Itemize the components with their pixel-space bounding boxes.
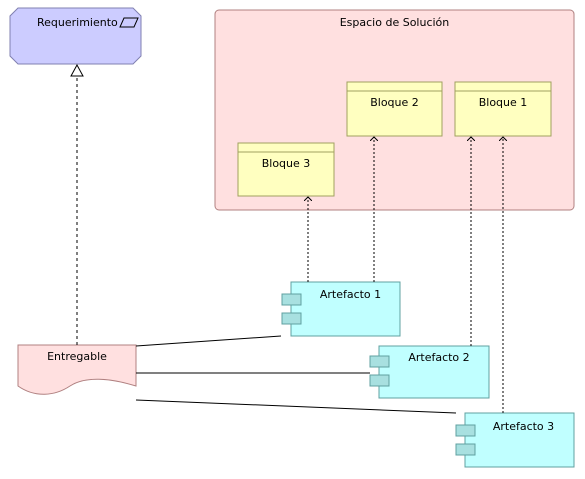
deliverable-label: Entregable bbox=[47, 350, 107, 363]
artifact-2-port-bottom bbox=[369, 374, 390, 387]
requirement-label: Requerimiento bbox=[37, 16, 118, 29]
artifact-2-label: Artefacto 2 bbox=[408, 351, 470, 364]
artifact-3-port-top bbox=[455, 424, 476, 437]
artifact-1-label: Artefacto 1 bbox=[319, 288, 382, 301]
artifact-3-label: Artefacto 3 bbox=[492, 420, 555, 433]
artifact-3[interactable] bbox=[455, 412, 575, 468]
artifact-3-port-bottom bbox=[455, 443, 476, 456]
block-2-label: Bloque 2 bbox=[370, 96, 419, 109]
artifact-1[interactable] bbox=[281, 281, 401, 337]
solution-space-label: Espacio de Solución bbox=[339, 16, 450, 29]
artifact-2[interactable] bbox=[369, 345, 490, 399]
assoc-deliverable-artifact-1 bbox=[135, 335, 282, 347]
artifact-1-port-top bbox=[281, 293, 302, 306]
parallelogram-requirement-icon bbox=[119, 17, 139, 28]
block-1[interactable] bbox=[454, 81, 552, 137]
assoc-deliverable-artifact-3 bbox=[135, 399, 457, 414]
artifact-2-port-top bbox=[369, 355, 390, 368]
block-3[interactable] bbox=[237, 142, 335, 197]
block-2[interactable] bbox=[346, 81, 443, 137]
deliverable-node[interactable] bbox=[17, 344, 137, 395]
block-1-label: Bloque 1 bbox=[478, 96, 528, 109]
requirement-node[interactable] bbox=[9, 7, 142, 65]
block-3-label: Bloque 3 bbox=[261, 157, 311, 170]
artifact-1-port-bottom bbox=[281, 312, 302, 325]
realization-arrowhead bbox=[70, 63, 84, 77]
